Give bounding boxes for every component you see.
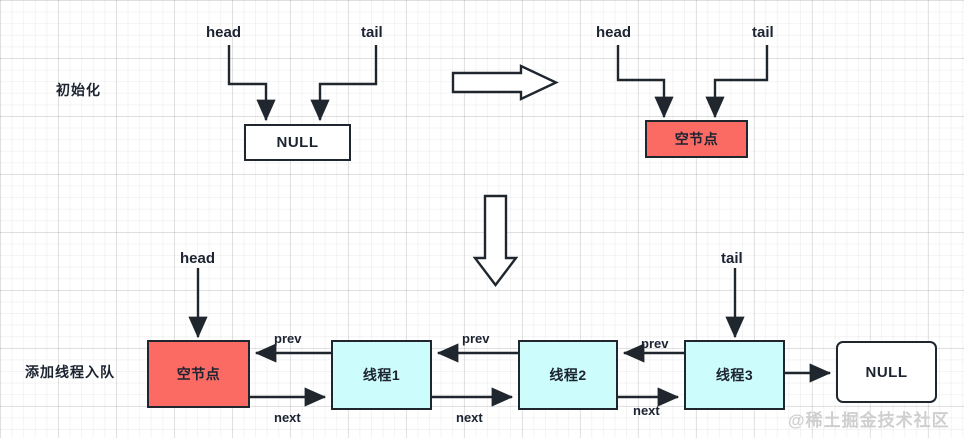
transition-down-arrow [472, 194, 519, 287]
connector-head-to-empty [616, 45, 674, 119]
pointer-label-tail-enqueue: tail [721, 250, 743, 267]
transition-right-arrow [451, 64, 559, 101]
edge-label-prev-2: prev [462, 331, 490, 346]
pointer-label-head-init-before: head [206, 24, 242, 41]
edge-label-prev-3: prev [641, 336, 669, 351]
thread1-node: 线程1 [331, 340, 432, 410]
edge-label-next-2: next [456, 410, 483, 425]
connector-tail-to-null [310, 45, 378, 122]
edge-label-prev-1: prev [274, 331, 302, 346]
null-node-enqueue: NULL [836, 341, 937, 403]
pointer-label-head-enqueue: head [180, 250, 216, 267]
connector-tail-to-empty [705, 45, 769, 119]
connector-head-to-null [227, 45, 276, 122]
thread2-node: 线程2 [518, 340, 618, 410]
row-label-init: 初始化 [56, 82, 101, 98]
thread3-node: 线程3 [684, 340, 785, 410]
empty-node-enqueue: 空节点 [147, 340, 250, 408]
pointer-label-tail-init-before: tail [361, 24, 383, 41]
pointer-label-tail-init-after: tail [752, 24, 774, 41]
edge-label-next-1: next [274, 410, 301, 425]
edge-label-next-3: next [633, 403, 660, 418]
empty-node-init-after: 空节点 [645, 120, 748, 158]
pointer-label-head-init-after: head [596, 24, 632, 41]
watermark: @稀土掘金技术社区 [788, 411, 950, 430]
row-label-enqueue: 添加线程入队 [25, 364, 115, 380]
null-node-init-before: NULL [244, 124, 351, 161]
